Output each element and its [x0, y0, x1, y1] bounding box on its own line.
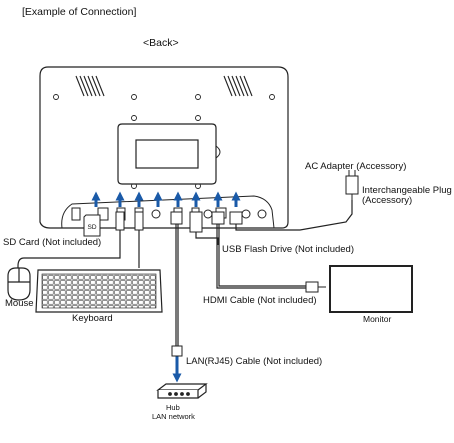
hdmi-cable-label: HDMI Cable (Not included)	[203, 295, 317, 306]
monitor-label: Monitor	[363, 314, 392, 324]
sd-chip-label: SD	[87, 224, 96, 231]
lan-network-label: LAN network	[152, 412, 195, 421]
plug-label-line1: Interchangeable Plug	[362, 185, 452, 196]
hub	[156, 383, 208, 399]
label-recess	[135, 139, 199, 169]
usb-flash-drive	[189, 211, 203, 233]
ac-adapter-label: AC Adapter (Accessory)	[305, 161, 407, 172]
sd-card	[83, 214, 101, 237]
connection-arrows	[91, 191, 241, 207]
mouse	[7, 267, 31, 301]
keyboard	[35, 269, 163, 313]
vesa-screw-holes	[53, 94, 275, 189]
left-vent-grille	[75, 75, 105, 97]
ac-adapter	[345, 170, 359, 200]
power-plug	[229, 211, 243, 225]
keyboard-label: Keyboard	[72, 313, 113, 324]
section-title: [Example of Connection]	[22, 6, 137, 18]
hub-label: Hub	[166, 403, 180, 412]
mouse-label: Mouse	[5, 298, 34, 309]
plug-label-line2: (Accessory)	[362, 195, 413, 206]
hdmi-plug-display	[211, 211, 225, 225]
usb-flash-label: USB Flash Drive (Not included)	[222, 244, 354, 255]
right-vent-grille	[223, 75, 253, 97]
view-label: <Back>	[143, 37, 179, 49]
lan-plug-hub	[171, 345, 183, 357]
display-back	[39, 66, 289, 229]
sd-card-label: SD Card (Not included)	[3, 237, 102, 248]
hdmi-plug-monitor	[305, 281, 326, 293]
lan-plug	[170, 211, 183, 225]
lan-cable-label: LAN(RJ45) Cable (Not included)	[186, 356, 323, 367]
cables	[17, 200, 353, 350]
external-monitor	[329, 265, 413, 313]
